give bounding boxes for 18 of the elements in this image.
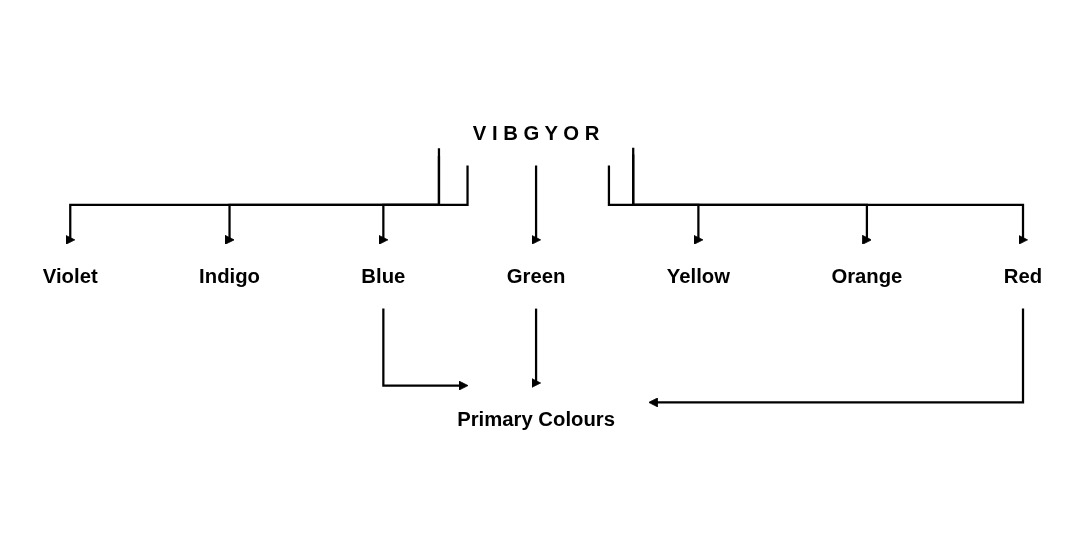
arrow xyxy=(531,308,542,388)
node-text: Primary Colours xyxy=(457,407,615,431)
arrow xyxy=(632,147,1028,245)
arrow xyxy=(607,165,704,245)
arrow xyxy=(224,156,441,245)
arrow xyxy=(648,308,1025,408)
arrow xyxy=(531,165,542,245)
node-text: Red xyxy=(1003,264,1043,288)
node-text: Blue xyxy=(361,264,406,288)
node-text: Yellow xyxy=(666,264,730,288)
node-text: Indigo xyxy=(199,264,260,288)
arrow xyxy=(65,148,441,245)
node-text: V I B G Y O R xyxy=(472,121,600,145)
node-text: Green xyxy=(506,264,566,288)
node-text: Violet xyxy=(42,264,98,288)
arrow xyxy=(378,165,469,245)
node-text: Orange xyxy=(831,264,903,288)
arrow xyxy=(382,308,469,391)
